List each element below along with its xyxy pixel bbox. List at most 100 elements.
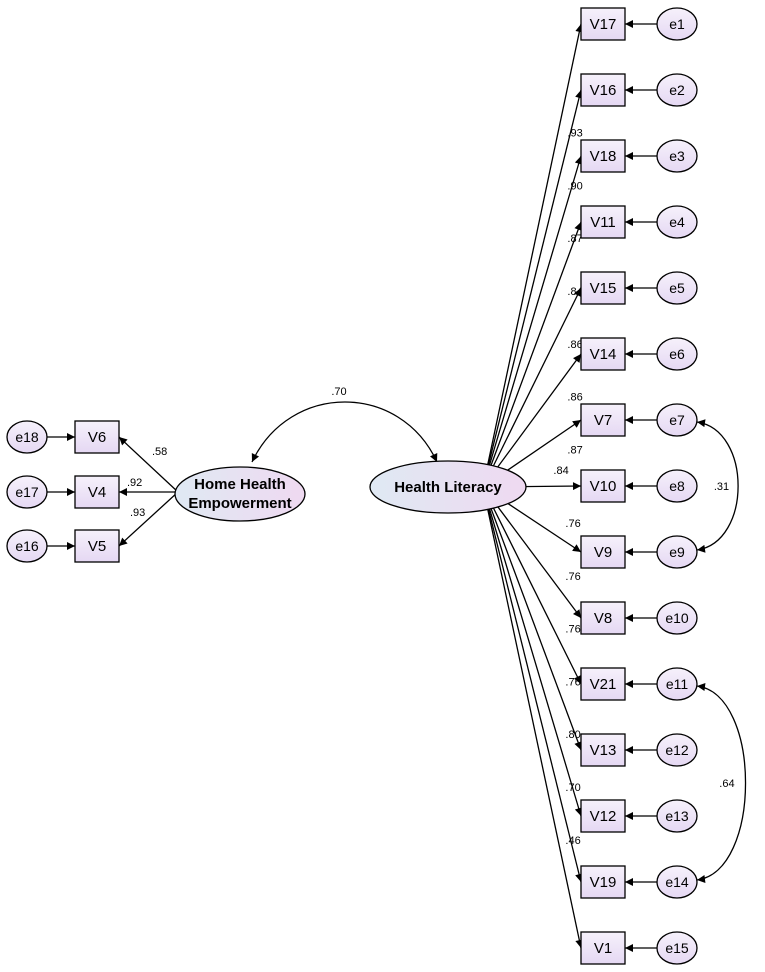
loading-value-v21: .76 [565,624,580,636]
indicator-box-v19: V19 [580,865,626,899]
indicator-label-v12: V12 [590,808,617,825]
error-term-e13: e13 [656,799,698,833]
error-term-e3: e3 [656,139,698,173]
error-label-e8: e8 [669,478,685,494]
loading-arrow-v17 [482,23,584,488]
error-term-e2: e2 [656,73,698,107]
indicator-box-v4: V4 [74,475,120,509]
loading-value-v16: .90 [567,180,582,192]
loading-arrow-v1 [482,486,584,949]
error-term-e10: e10 [656,601,698,635]
error-term-e12: e12 [656,733,698,767]
error-label-e12: e12 [665,742,689,758]
error-term-e15: e15 [656,931,698,965]
indicator-box-v7: V7 [580,403,626,437]
loading-arrow-v18 [482,155,583,488]
covariance-arc-e7-e9 [696,419,739,553]
indicator-box-v17: V17 [580,7,626,41]
covariance-value-e7-e9: .31 [714,481,729,493]
latent-hhe-label-line2: Empowerment [188,495,291,512]
indicator-label-v16: V16 [590,82,617,99]
indicator-label-v19: V19 [590,874,617,891]
error-label-e16: e16 [15,538,39,554]
error-term-e8: e8 [656,469,698,503]
error-label-e4: e4 [669,214,685,230]
covariance-arcs [251,401,747,883]
indicator-box-v1: V1 [580,931,626,965]
diagram-nodes: Home Health Empowerment Health Literacy … [6,7,735,965]
loading-value-v17: .93 [567,128,582,140]
loading-value-v9: .76 [565,518,580,530]
indicator-box-v18: V18 [580,139,626,173]
indicator-box-v13: V13 [580,733,626,767]
indicator-label-v1: V1 [594,940,612,957]
loading-value-v14: .86 [567,392,582,404]
covariance-arc-e11-e14 [696,683,747,883]
loading-value-v10: .84 [553,465,568,477]
latent-correlation-value: .70 [331,386,346,398]
error-term-e5: e5 [656,271,698,305]
error-label-e3: e3 [669,148,685,164]
indicator-box-v14: V14 [580,337,626,371]
error-label-e17: e17 [15,484,39,500]
latent-home-health-empowerment: Home Health Empowerment [174,466,306,522]
indicator-label-v10: V10 [590,478,617,495]
loading-arrow-v6 [118,436,179,493]
indicator-box-v21: V21 [580,667,626,701]
loading-value-v13: .76 [565,676,580,688]
error-label-e10: e10 [665,610,689,626]
error-term-e4: e4 [656,205,698,239]
error-label-e6: e6 [669,346,685,362]
error-label-e18: e18 [15,429,39,445]
error-term-e17: e17 [6,475,48,509]
loading-value-v12: .80 [565,729,580,741]
indicator-box-v9: V9 [580,535,626,569]
indicator-box-v6: V6 [74,420,120,454]
loading-arrow-v13 [482,486,582,751]
error-term-e7: e7 [656,403,698,437]
loading-value-v4: .92 [127,477,142,489]
latent-hhe-label-line1: Home Health [194,476,286,493]
indicator-box-v11: V11 [580,205,626,239]
error-label-e11: e11 [666,676,689,692]
indicator-label-v6: V6 [88,429,106,446]
error-label-e9: e9 [669,544,685,560]
error-label-e7: e7 [669,412,685,428]
latent-correlation-arc [251,401,438,463]
covariance-value-e11-e14: .64 [719,778,734,790]
loading-value-v6: .58 [152,446,167,458]
loading-value-v8: .76 [565,571,580,583]
error-term-e18: e18 [6,420,48,454]
loading-arrow-v19 [482,486,583,883]
indicator-label-v21: V21 [590,676,617,693]
error-term-e16: e16 [6,529,48,563]
latent-hl-label: Health Literacy [394,479,502,496]
error-label-e1: e1 [669,16,685,32]
error-term-e9: e9 [656,535,698,569]
loading-value-v19: .70 [565,782,580,794]
indicator-label-v7: V7 [594,412,612,429]
loading-arrow-v8 [482,486,582,619]
error-term-e1: e1 [656,7,698,41]
indicator-label-v18: V18 [590,148,617,165]
loading-value-v11: .84 [567,286,582,298]
indicator-box-v16: V16 [580,73,626,107]
indicator-box-v15: V15 [580,271,626,305]
path-arrows [47,20,657,952]
error-label-e5: e5 [669,280,685,296]
indicator-label-v15: V15 [590,280,617,297]
error-label-e13: e13 [665,808,689,824]
loading-value-v1: .46 [565,835,580,847]
error-label-e15: e15 [665,940,689,956]
indicator-label-v17: V17 [590,16,617,33]
latent-health-literacy: Health Literacy [369,460,527,514]
indicator-label-v9: V9 [594,544,612,561]
indicator-label-v14: V14 [590,346,617,363]
error-label-e2: e2 [669,82,685,98]
indicator-box-v12: V12 [580,799,626,833]
loading-value-v18: .87 [567,233,582,245]
loading-arrow-v21 [482,486,582,685]
loading-arrow-v5 [118,491,179,547]
loading-value-v15: .86 [567,339,582,351]
